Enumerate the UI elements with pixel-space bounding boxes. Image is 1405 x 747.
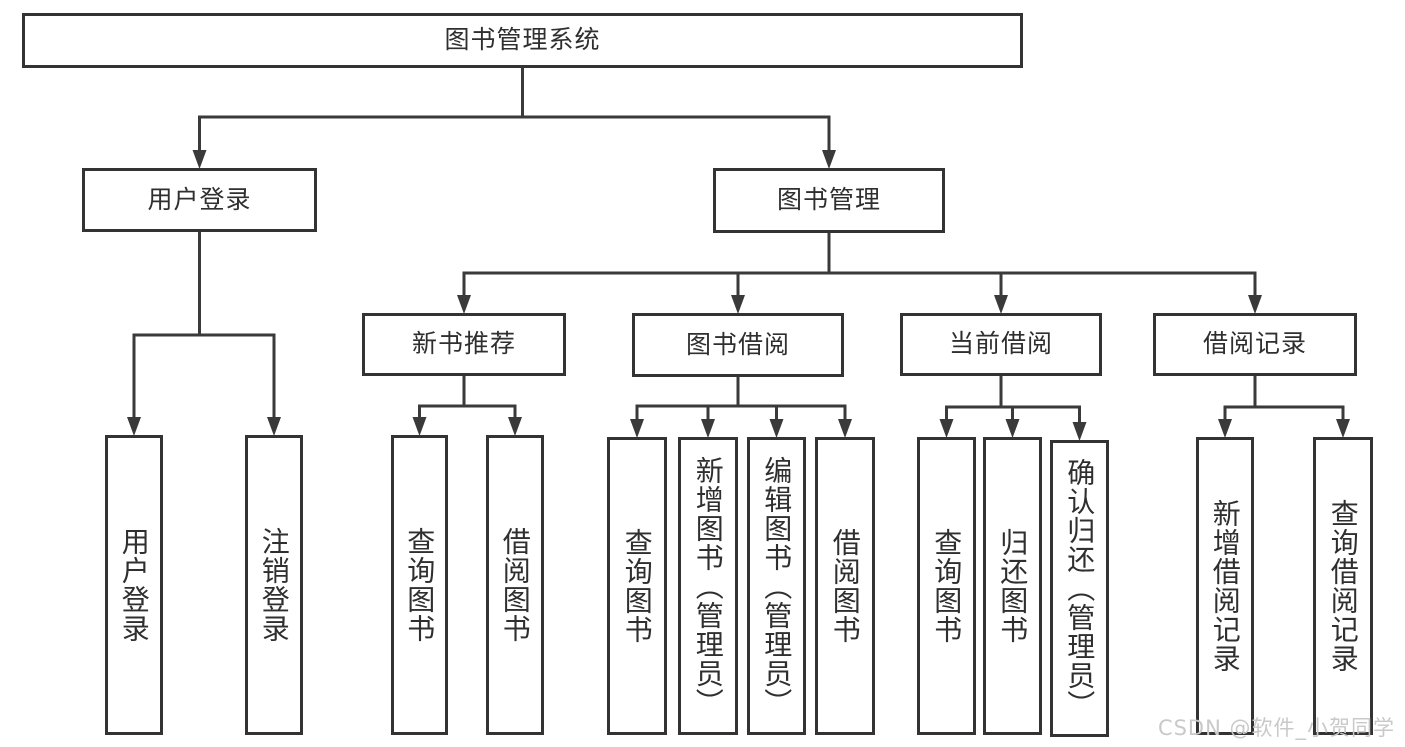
arrowhead-icon bbox=[1005, 419, 1020, 438]
node-leaf-logout: 注销登录 bbox=[245, 435, 303, 735]
node-cur-borrow: 当前借阅 bbox=[900, 313, 1102, 376]
arrowhead-icon bbox=[267, 417, 281, 436]
node-leaf-nbr-borrow: 借阅图书 bbox=[486, 435, 544, 735]
arrowhead-icon bbox=[838, 419, 852, 438]
node-book-mgmt: 图书管理 bbox=[713, 168, 945, 233]
node-leaf-user-login: 用户登录 bbox=[105, 435, 163, 735]
arrowhead-icon bbox=[939, 419, 954, 438]
node-leaf-cb-return: 归还图书 bbox=[983, 437, 1042, 735]
arrowhead-icon bbox=[508, 417, 522, 436]
node-book-borrow: 图书借阅 bbox=[632, 313, 844, 377]
node-leaf-bb-edit: 编辑图书（管理员） bbox=[747, 437, 806, 735]
arrowhead-icon bbox=[701, 419, 715, 438]
node-user-login: 用户登录 bbox=[82, 168, 317, 232]
node-leaf-bb-add: 新增图书（管理员） bbox=[678, 437, 738, 735]
arrowhead-icon bbox=[457, 295, 471, 314]
arrowhead-icon bbox=[731, 295, 745, 314]
node-leaf-br-add: 新增借阅记录 bbox=[1196, 437, 1254, 735]
node-leaf-bb-query: 查询图书 bbox=[607, 437, 667, 735]
node-leaf-cb-confirm: 确认归还（管理员） bbox=[1050, 440, 1109, 737]
arrowhead-icon bbox=[192, 150, 207, 169]
arrowhead-icon bbox=[412, 417, 427, 436]
arrowhead-icon bbox=[822, 150, 836, 169]
arrowhead-icon bbox=[630, 419, 644, 438]
node-leaf-br-query: 查询借阅记录 bbox=[1313, 437, 1373, 735]
watermark-text: CSDN @软件_小贺同学 bbox=[1157, 716, 1395, 740]
node-new-book-rec: 新书推荐 bbox=[362, 313, 566, 376]
arrowhead-icon bbox=[127, 417, 141, 436]
arrowhead-icon bbox=[994, 295, 1008, 314]
node-leaf-bb-borrow: 借阅图书 bbox=[815, 437, 875, 735]
arrowhead-icon bbox=[1072, 422, 1087, 441]
node-borrow-rec: 借阅记录 bbox=[1153, 313, 1357, 376]
arrowhead-icon bbox=[1218, 419, 1232, 438]
arrowhead-icon bbox=[1248, 295, 1262, 314]
arrowhead-icon bbox=[769, 419, 784, 438]
node-root: 图书管理系统 bbox=[22, 13, 1023, 68]
arrowhead-icon bbox=[1336, 419, 1350, 438]
node-leaf-cb-query: 查询图书 bbox=[917, 437, 976, 735]
node-leaf-nbr-query: 查询图书 bbox=[391, 435, 448, 735]
